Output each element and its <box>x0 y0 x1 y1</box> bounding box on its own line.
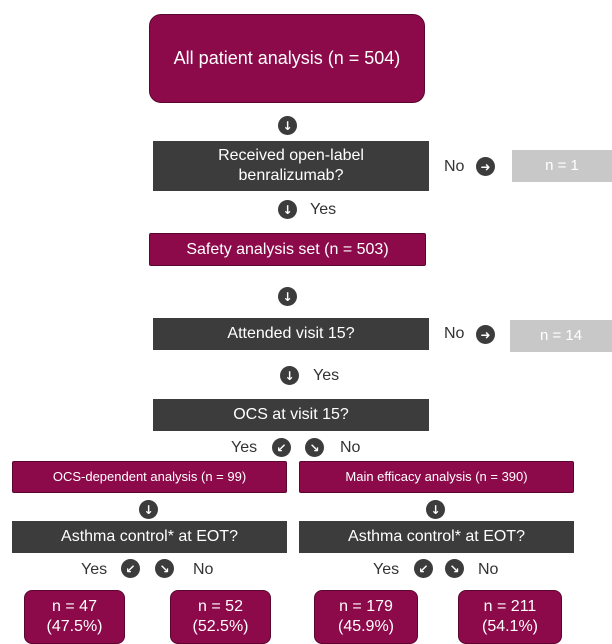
safety-analysis-set-box: Safety analysis set (n = 503) <box>149 233 426 266</box>
ocs-visit15-question: OCS at visit 15? <box>153 399 429 431</box>
arrow-down-right-icon: ↘ <box>445 559 464 578</box>
ocs-dependent-label: OCS-dependent analysis (n = 99) <box>52 468 247 484</box>
asthma-control-question-right: Asthma control* at EOT? <box>299 521 574 553</box>
attended-visit15-question: Attended visit 15? <box>153 318 429 350</box>
arrow-down-left-icon: ↙ <box>414 559 433 578</box>
arrow-down-icon: ↓ <box>278 116 297 135</box>
no-label: No <box>193 561 214 578</box>
received-question-line1: Received open-label <box>218 147 364 164</box>
arrow-down-left-icon: ↙ <box>272 438 291 457</box>
arrow-right-icon: ➜ <box>476 157 495 176</box>
arrow-down-right-icon: ↘ <box>155 559 174 578</box>
yes-label: Yes <box>231 439 258 456</box>
outcome-count: n = 47 <box>52 598 97 615</box>
outcome-box: n = 211 (54.1%) <box>458 590 562 644</box>
all-patient-analysis-label: All patient analysis (n = 504) <box>173 48 401 69</box>
yes-label: Yes <box>373 561 400 578</box>
arrow-down-icon: ↓ <box>278 200 297 219</box>
outcome-count: n = 179 <box>339 598 393 615</box>
ocs-dependent-analysis-box: OCS-dependent analysis (n = 99) <box>12 461 287 493</box>
arrow-down-right-icon: ↘ <box>305 438 324 457</box>
no-label: No <box>444 325 465 342</box>
asthma-control-label: Asthma control* at EOT? <box>61 528 238 545</box>
excluded-n14-label: n = 14 <box>539 326 583 344</box>
received-benralizumab-question: Received open-label benralizumab? <box>153 141 429 191</box>
arrow-down-icon: ↓ <box>278 287 297 306</box>
outcome-percent: (52.5%) <box>192 618 249 635</box>
outcome-box: n = 52 (52.5%) <box>170 590 271 644</box>
no-label: No <box>444 158 465 175</box>
no-label: No <box>340 439 361 456</box>
main-efficacy-analysis-box: Main efficacy analysis (n = 390) <box>299 461 574 493</box>
received-question-line2: benralizumab? <box>238 167 344 184</box>
outcome-count: n = 211 <box>483 598 537 615</box>
asthma-control-question-left: Asthma control* at EOT? <box>12 521 287 553</box>
outcome-percent: (54.1%) <box>481 618 539 635</box>
asthma-control-label: Asthma control* at EOT? <box>348 528 525 545</box>
arrow-down-icon: ↓ <box>139 500 158 519</box>
excluded-n1-box: n = 1 <box>512 150 612 182</box>
arrow-down-icon: ↓ <box>426 500 445 519</box>
arrow-right-icon: ➜ <box>476 325 495 344</box>
main-efficacy-label: Main efficacy analysis (n = 390) <box>345 468 528 484</box>
yes-label: Yes <box>313 367 340 384</box>
outcome-percent: (45.9%) <box>337 618 395 635</box>
yes-label: Yes <box>310 201 337 218</box>
excluded-n1-label: n = 1 <box>545 156 579 174</box>
safety-analysis-set-label: Safety analysis set (n = 503) <box>186 240 389 258</box>
outcome-box: n = 179 (45.9%) <box>314 590 418 644</box>
outcome-box: n = 47 (47.5%) <box>24 590 125 644</box>
no-label: No <box>478 561 499 578</box>
outcome-count: n = 52 <box>198 598 243 615</box>
outcome-percent: (47.5%) <box>46 618 103 635</box>
excluded-n14-box: n = 14 <box>510 320 612 352</box>
ocs-visit15-label: OCS at visit 15? <box>233 406 349 423</box>
arrow-down-icon: ↓ <box>280 366 299 385</box>
yes-label: Yes <box>81 561 108 578</box>
all-patient-analysis-box: All patient analysis (n = 504) <box>149 14 425 103</box>
attended-visit15-label: Attended visit 15? <box>227 325 355 342</box>
arrow-down-left-icon: ↙ <box>121 559 140 578</box>
